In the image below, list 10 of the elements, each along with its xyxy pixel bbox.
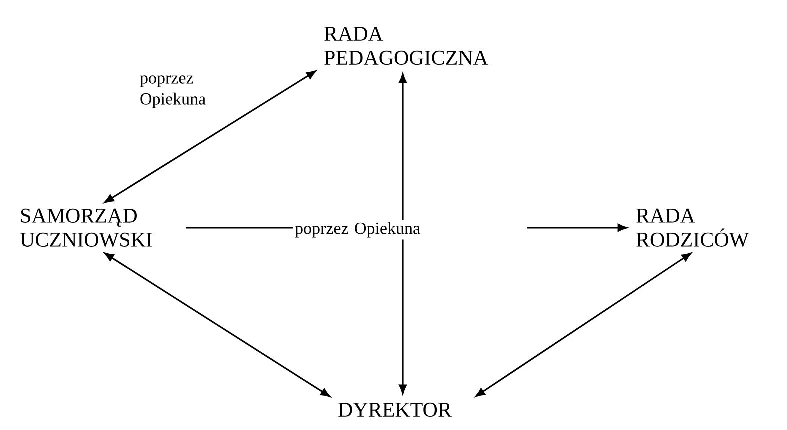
arrow (104, 252, 330, 398)
node-label: SAMORZĄD UCZNIOWSKI (20, 208, 152, 248)
arrow (476, 252, 692, 398)
edge-label: poprzez Opiekuna (293, 220, 527, 240)
arrow (104, 70, 316, 204)
node-label: RADA PEDAGOGICZNA (324, 26, 488, 66)
node-label: DYREKTOR (338, 402, 452, 418)
node-label: RADA RODZICÓW (636, 208, 750, 248)
arrow (399, 74, 407, 394)
edge-label: poprzez Opiekuna (140, 76, 206, 108)
